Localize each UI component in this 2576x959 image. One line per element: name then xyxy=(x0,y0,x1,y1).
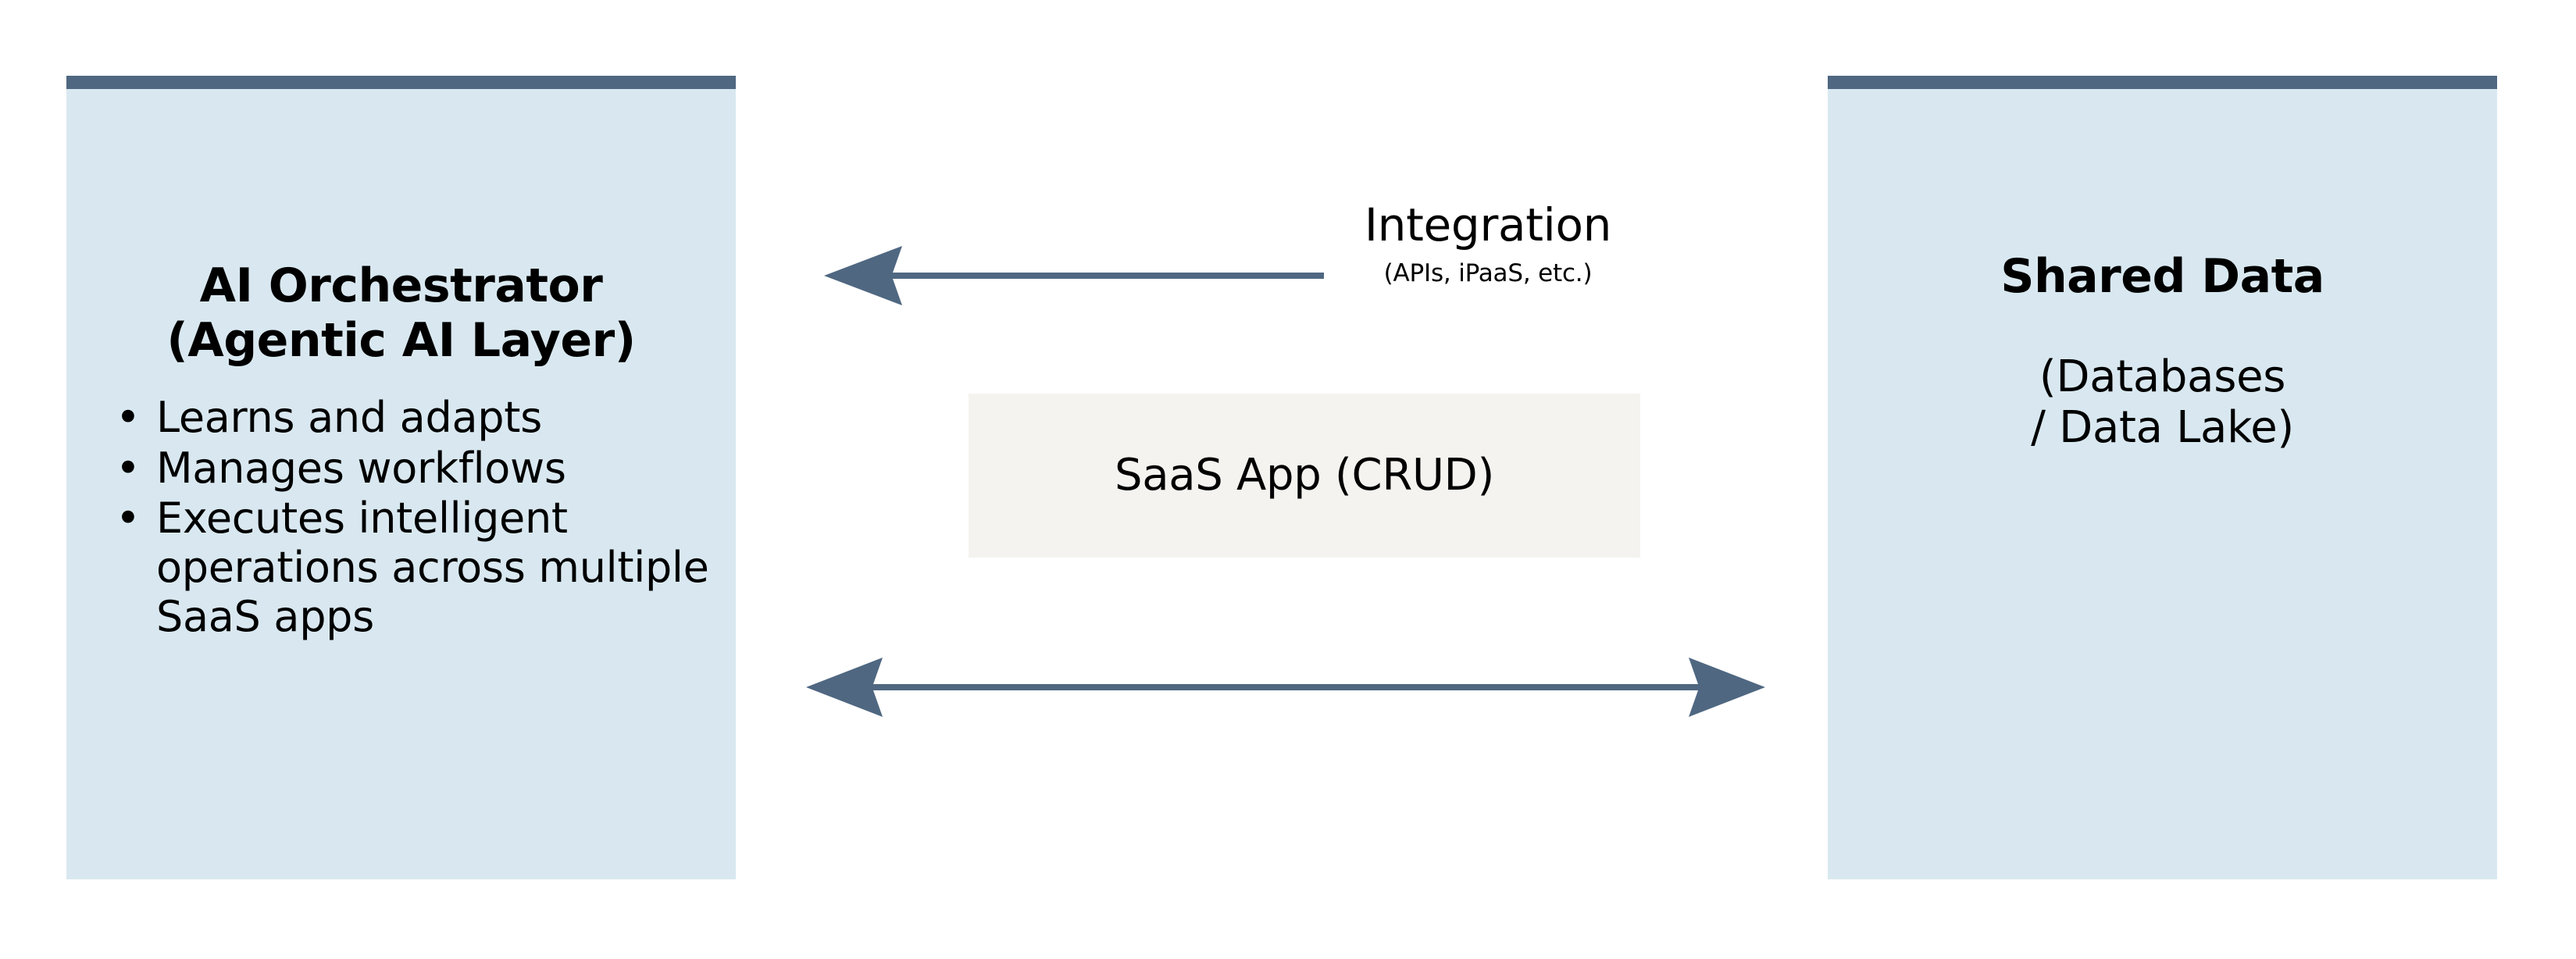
integration-arrow-left-icon xyxy=(824,246,1324,305)
panel-right-content: Shared Data (Databases / Data Lake) xyxy=(1828,89,2497,879)
left-panel-bullet-list: • Learns and adapts • Manages workflows … xyxy=(109,393,711,643)
bullet-icon: • xyxy=(116,443,141,493)
saas-app-box: SaaS App (CRUD) xyxy=(969,394,1640,558)
shared-data-arrow-bidirectional-icon xyxy=(806,658,1765,717)
left-panel-title-line-2: (Agentic AI Layer) xyxy=(166,312,636,368)
saas-app-label: SaaS App (CRUD) xyxy=(1114,450,1495,501)
right-panel-subtitle-line-1: (Databases xyxy=(2039,351,2286,402)
right-panel-subtitle: (Databases / Data Lake) xyxy=(1828,351,2497,454)
integration-subtitle: (APIs, iPaaS, etc.) xyxy=(1383,258,1593,287)
panel-shared-data: Shared Data (Databases / Data Lake) xyxy=(1828,76,2497,879)
list-item-label: Learns and adapts xyxy=(156,393,542,442)
panel-left-content: AI Orchestrator (Agentic AI Layer) • Lea… xyxy=(66,89,736,879)
left-panel-title: AI Orchestrator (Agentic AI Layer) xyxy=(66,258,736,368)
list-item-label: Manages workflows xyxy=(156,443,566,493)
list-item: • Manages workflows xyxy=(109,444,711,494)
integration-title: Integration xyxy=(1364,198,1612,251)
panel-ai-orchestrator: AI Orchestrator (Agentic AI Layer) • Lea… xyxy=(66,76,736,879)
right-panel-subtitle-line-2: / Data Lake) xyxy=(2031,401,2294,453)
bullet-icon: • xyxy=(116,393,141,442)
list-item: • Executes intelligent operations across… xyxy=(109,494,711,641)
right-panel-title: Shared Data xyxy=(2000,249,2324,304)
panel-right-top-accent-bar xyxy=(1828,76,2497,89)
bullet-icon: • xyxy=(116,494,141,544)
left-panel-title-line-1: AI Orchestrator xyxy=(199,258,603,313)
list-item-label: Executes intelligent operations across m… xyxy=(156,494,709,641)
panel-left-top-accent-bar xyxy=(66,76,736,89)
integration-label: Integration (APIs, iPaaS, etc.) xyxy=(1328,201,1648,287)
list-item: • Learns and adapts xyxy=(109,393,711,443)
